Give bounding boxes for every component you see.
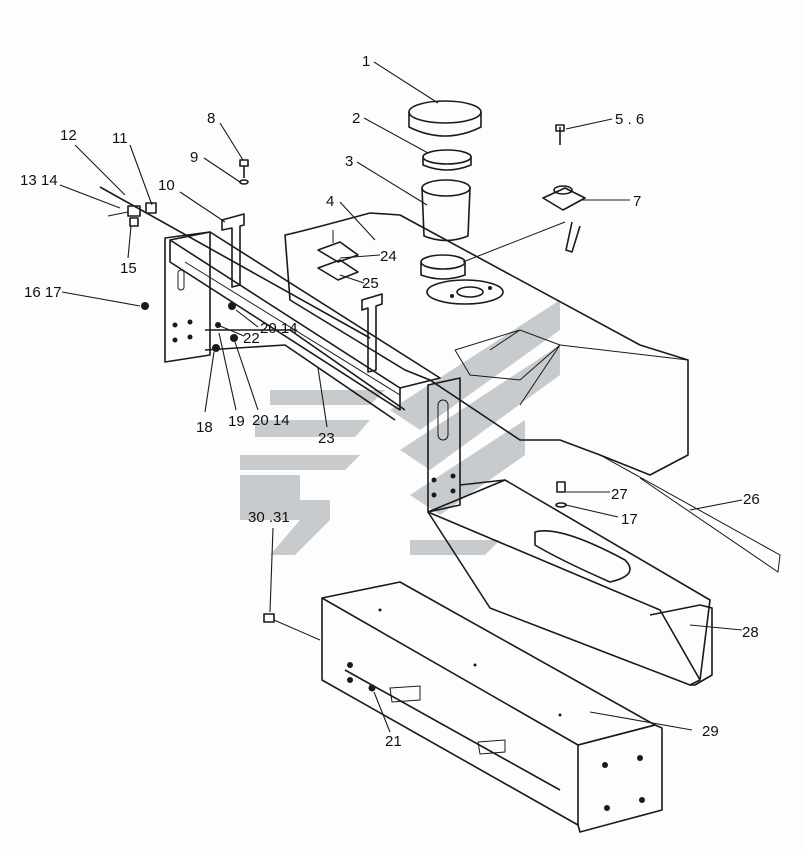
part-right-plate	[427, 377, 461, 513]
callout-28: 28	[742, 624, 759, 641]
part-bolt-27	[555, 481, 567, 508]
callout-7: 7	[633, 193, 641, 210]
callout-19: 19	[228, 413, 245, 430]
part-left-plate	[164, 231, 211, 363]
callout-16-17: 16 17	[24, 284, 62, 301]
callout-4: 4	[326, 193, 334, 210]
part-frame-rail	[169, 231, 441, 421]
part-filler-neck	[420, 254, 504, 305]
callout-13-14: 13 14	[20, 172, 58, 189]
callout-1: 1	[362, 53, 370, 70]
part-fasteners	[141, 302, 238, 352]
callout-17: 17	[621, 511, 638, 528]
callout-29: 29	[702, 723, 719, 740]
callout-15: 15	[120, 260, 137, 277]
callout-30-31: 30 .31	[248, 509, 290, 526]
callout-2: 2	[352, 110, 360, 127]
callout-24: 24	[380, 248, 397, 265]
part-tray	[427, 479, 713, 686]
callout-3: 3	[345, 153, 353, 170]
callout-5-6: 5 . 6	[615, 111, 644, 128]
callout-27: 27	[611, 486, 628, 503]
callout-11: 11	[112, 130, 128, 147]
part-tank-body	[284, 212, 781, 573]
leader-lines	[59, 61, 743, 733]
part-bolt-30-31	[263, 613, 376, 692]
callout-labels: 1 2 3 4 5 . 6 7 8 9 10 11 12 13 14 15 16…	[20, 53, 760, 750]
callout-20-14-lower: 20 14	[252, 412, 290, 429]
callout-25: 25	[362, 275, 379, 292]
callout-26: 26	[743, 491, 760, 508]
part-level-gauge	[462, 124, 586, 263]
callout-18: 18	[196, 419, 213, 436]
part-cap	[408, 100, 482, 137]
part-tank-bracket	[317, 230, 359, 281]
callout-20-14-upper: 20 14	[260, 320, 298, 337]
callout-22: 22	[243, 330, 260, 347]
part-lower-frame	[321, 581, 663, 833]
callout-9: 9	[190, 149, 198, 166]
part-ring	[422, 149, 472, 171]
callout-21: 21	[385, 733, 402, 750]
callout-10: 10	[158, 177, 175, 194]
part-bolt	[239, 159, 249, 185]
callout-23: 23	[318, 430, 335, 447]
callout-8: 8	[207, 110, 215, 127]
part-rod	[99, 186, 371, 339]
callout-12: 12	[60, 127, 77, 144]
part-strap-bracket	[221, 213, 383, 373]
part-clamp	[107, 202, 157, 227]
